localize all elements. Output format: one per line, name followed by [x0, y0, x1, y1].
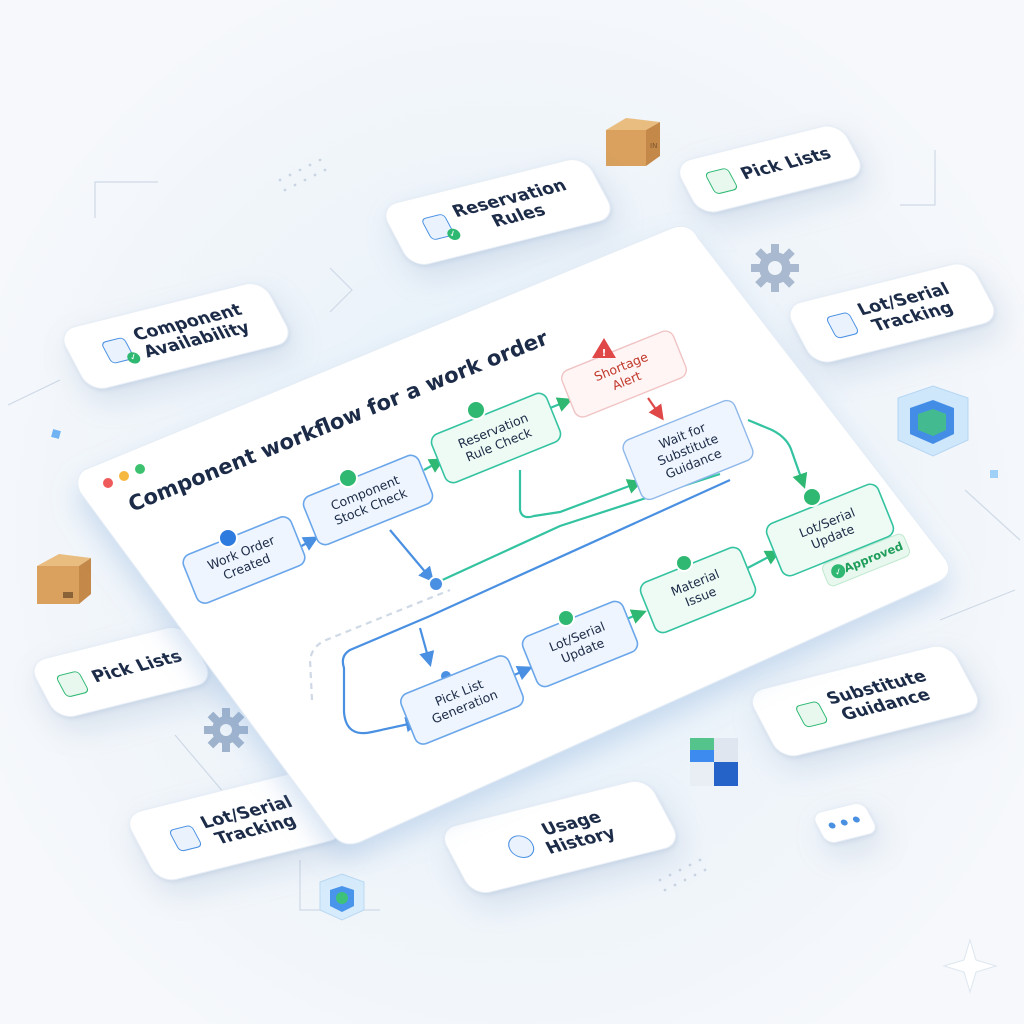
chip-lot-serial-tracking-bottom-label: Lot/Serial Tracking: [197, 792, 301, 849]
swap-arrows-icon: [793, 700, 829, 729]
history-clock-icon: [503, 832, 539, 861]
list-doc-icon: [54, 670, 90, 698]
chip-substitute-guidance-label: Substitute Guidance: [823, 666, 934, 725]
cardboard-box-icon: IN: [606, 118, 660, 166]
database-tag-icon: [824, 311, 860, 340]
ellipsis-icon: •••: [821, 808, 869, 838]
chip-reservation-rules-label: Reservation Rules: [449, 175, 571, 232]
svg-text:IN: IN: [650, 142, 657, 150]
list-doc-icon: [703, 167, 739, 195]
chip-usage-history-label: Usage History: [538, 807, 620, 859]
document-check-icon: ✓: [419, 213, 463, 242]
chip-pick-lists-top-label: Pick Lists: [737, 144, 836, 185]
gear-icon: [751, 244, 799, 292]
glass-cube-icon: [319, 873, 365, 921]
cardboard-box-icon: [37, 554, 91, 604]
chip-component-availability-label: Component Availability: [129, 300, 254, 363]
chip-lot-serial-tracking-top-label: Lot/Serial Tracking: [854, 279, 958, 336]
chip-pick-lists-left-label: Pick Lists: [88, 647, 187, 688]
block-cubes-icon: [690, 738, 738, 786]
glass-cube-icon: [897, 385, 969, 457]
gear-icon: [204, 708, 248, 752]
cube-check-icon: ✓: [100, 336, 143, 365]
grid-calendar-icon: [167, 824, 203, 853]
